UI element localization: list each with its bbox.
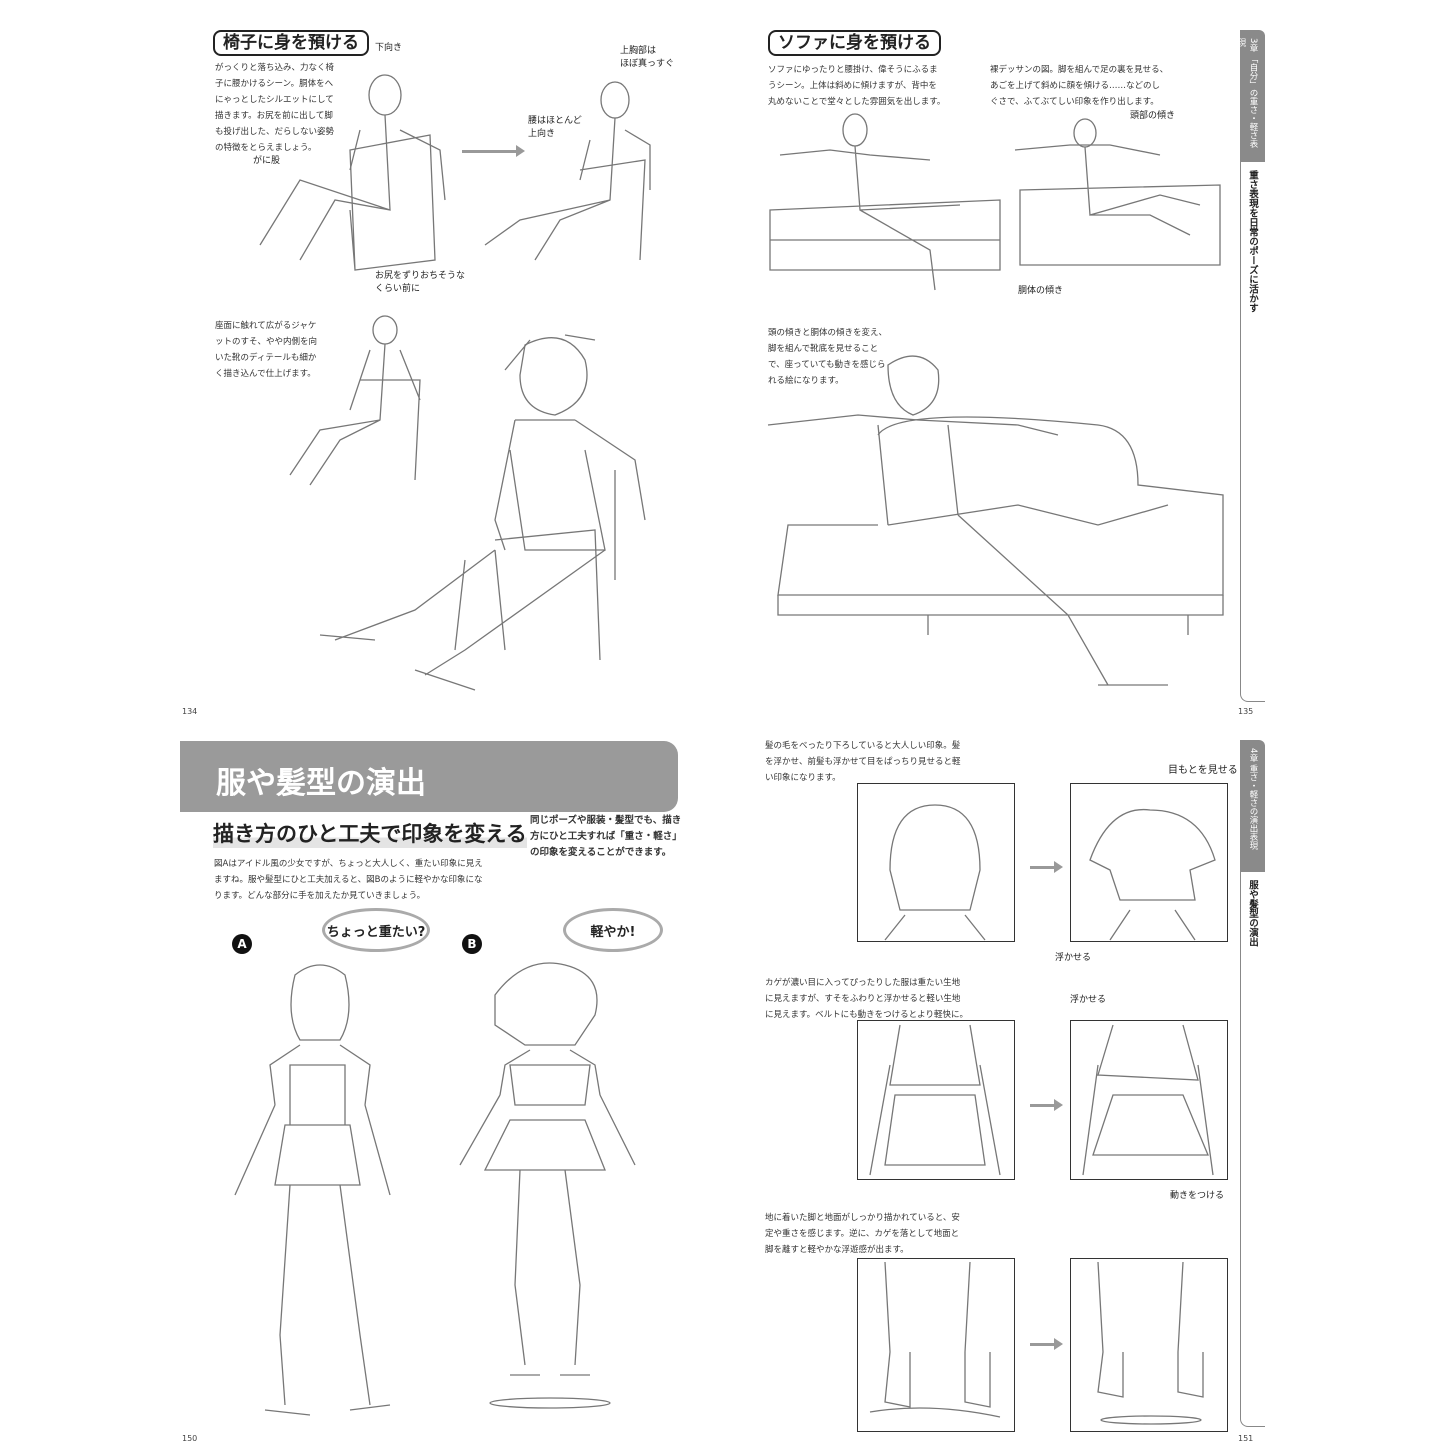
section-heading-sofa: ソファに身を預ける — [768, 30, 941, 56]
panel-clothes-after — [1070, 1020, 1228, 1180]
figure-marker-a: A — [232, 934, 252, 954]
label-add-motion: 動きをつける — [1170, 1191, 1225, 1201]
section-tab-151: 服や髪型の演出 — [1240, 872, 1265, 1427]
page-number-134: 134 — [182, 707, 198, 716]
subheading: 描き方のひと工夫で印象を変える — [213, 818, 527, 848]
label-show-eyes: 目もとを見せる — [1168, 765, 1238, 776]
intro-text-nude-sketch: 裸デッサンの図。脚を組んで足の裏を見せる、 あごを上げて斜めに顔を傾ける……など… — [990, 65, 1169, 107]
intro-text-chair: がっくりと落ち込み、力なく椅 子に腰かけるシーン。胴体をへ にゃっとしたシルエッ… — [215, 63, 335, 153]
section-heading-chair: 椅子に身を預ける — [213, 30, 369, 56]
speech-bubble-a: ちょっと重たい? — [322, 908, 430, 952]
sketch-feet-grounded — [869, 1261, 1001, 1418]
text-hair: 髪の毛をべったり下ろしていると大人しい印象。髪 を浮かせ、前髪も浮かせて目をぱっ… — [765, 741, 961, 783]
label-waist-up: 腰はほとんど 上向き — [528, 116, 582, 139]
sketch-clothes-light — [1082, 1024, 1214, 1176]
panel-feet-after — [1070, 1258, 1228, 1432]
sketch-figure-chair-rough — [259, 74, 446, 271]
illustration-man-on-chair — [319, 334, 646, 691]
arrow-right — [1030, 1099, 1063, 1111]
panel-feet-before — [857, 1258, 1015, 1432]
sketch-jacket-figure-small — [289, 315, 421, 486]
sketch-feet-floating — [1097, 1261, 1204, 1425]
label-head-tilt: 頭部の傾き — [1130, 111, 1176, 121]
chapter-banner: 服や髪型の演出 — [180, 741, 678, 812]
lead-text: 同じポーズや服装・髪型でも、描き 方にひと工夫すれば「重さ・軽さ」 の印象を変え… — [530, 815, 682, 858]
label-bowlegged: がに股 — [253, 156, 281, 166]
sketch-clothes-heavy — [869, 1024, 1001, 1176]
label-torso-tilt: 胴体の傾き — [1018, 286, 1064, 296]
arrow-right — [1030, 1338, 1063, 1350]
label-hips-forward: お尻をずりおちそうな くらい前に — [375, 271, 466, 294]
arrow-right — [462, 145, 525, 157]
arrow-right — [1030, 861, 1063, 873]
label-float-hair: 浮かせる — [1055, 953, 1092, 963]
panel-hair-before — [857, 783, 1015, 942]
intro-text-sofa: ソファにゆったりと腰掛け、偉そうにふるま うシーン。上体は斜めに傾けますが、背中… — [768, 65, 946, 107]
body-text: 図Aはアイドル風の少女ですが、ちょっと大人しく、重たい印象に見え ますね。服や髪… — [214, 859, 483, 901]
speech-bubble-b: 軽やか! — [563, 908, 663, 952]
label-float-skirt: 浮かせる — [1070, 995, 1107, 1005]
sketch-face-light-hair — [1089, 808, 1216, 941]
page-number-150: 150 — [182, 1434, 198, 1443]
caption-chair: 座面に触れて広がるジャケ ットのすそ、やや内側を向 いた靴のディテールも細か く… — [215, 321, 318, 379]
sketch-man-on-sofa-rough — [769, 113, 1001, 291]
sketch-man-on-sofa-clean — [1014, 118, 1221, 266]
illustration-man-on-sofa — [767, 355, 1224, 686]
label-upper-chest: 上胸部は ほぼ真っすぐ — [620, 46, 675, 69]
figure-marker-b: B — [462, 934, 482, 954]
chapter-tab-4: 4章 重さ・軽さの演出表現 — [1240, 740, 1265, 872]
caption-sofa: 頭の傾きと胴体の傾きを変え、 脚を組んで靴底を見せること で、座っていても動きを… — [768, 328, 888, 386]
section-tab-135: 重さ表現を日常のポーズに活かす — [1240, 162, 1265, 702]
sketch-figure-chair-clean — [484, 81, 651, 261]
chapter-tab-3: 3章 「自分」の重さ・軽さ表現 — [1236, 30, 1265, 162]
text-ground: 地に着いた脚と地面がしっかり描かれていると、安 定や重さを感じます。逆に、カゲを… — [765, 1213, 960, 1255]
illustration-girl-b — [459, 962, 636, 1409]
page-number-135: 135 — [1238, 707, 1254, 716]
banner-title: 服や髪型の演出 — [216, 766, 426, 801]
page-number-151: 151 — [1238, 1434, 1254, 1443]
label-head-down: 下向き — [375, 43, 403, 53]
text-clothing: カゲが濃い目に入ってぴったりした服は重たい生地 に見えますが、すそをふわりと浮か… — [765, 978, 968, 1020]
sketch-face-heavy-hair — [884, 804, 986, 941]
illustration-girl-a — [234, 964, 391, 1416]
